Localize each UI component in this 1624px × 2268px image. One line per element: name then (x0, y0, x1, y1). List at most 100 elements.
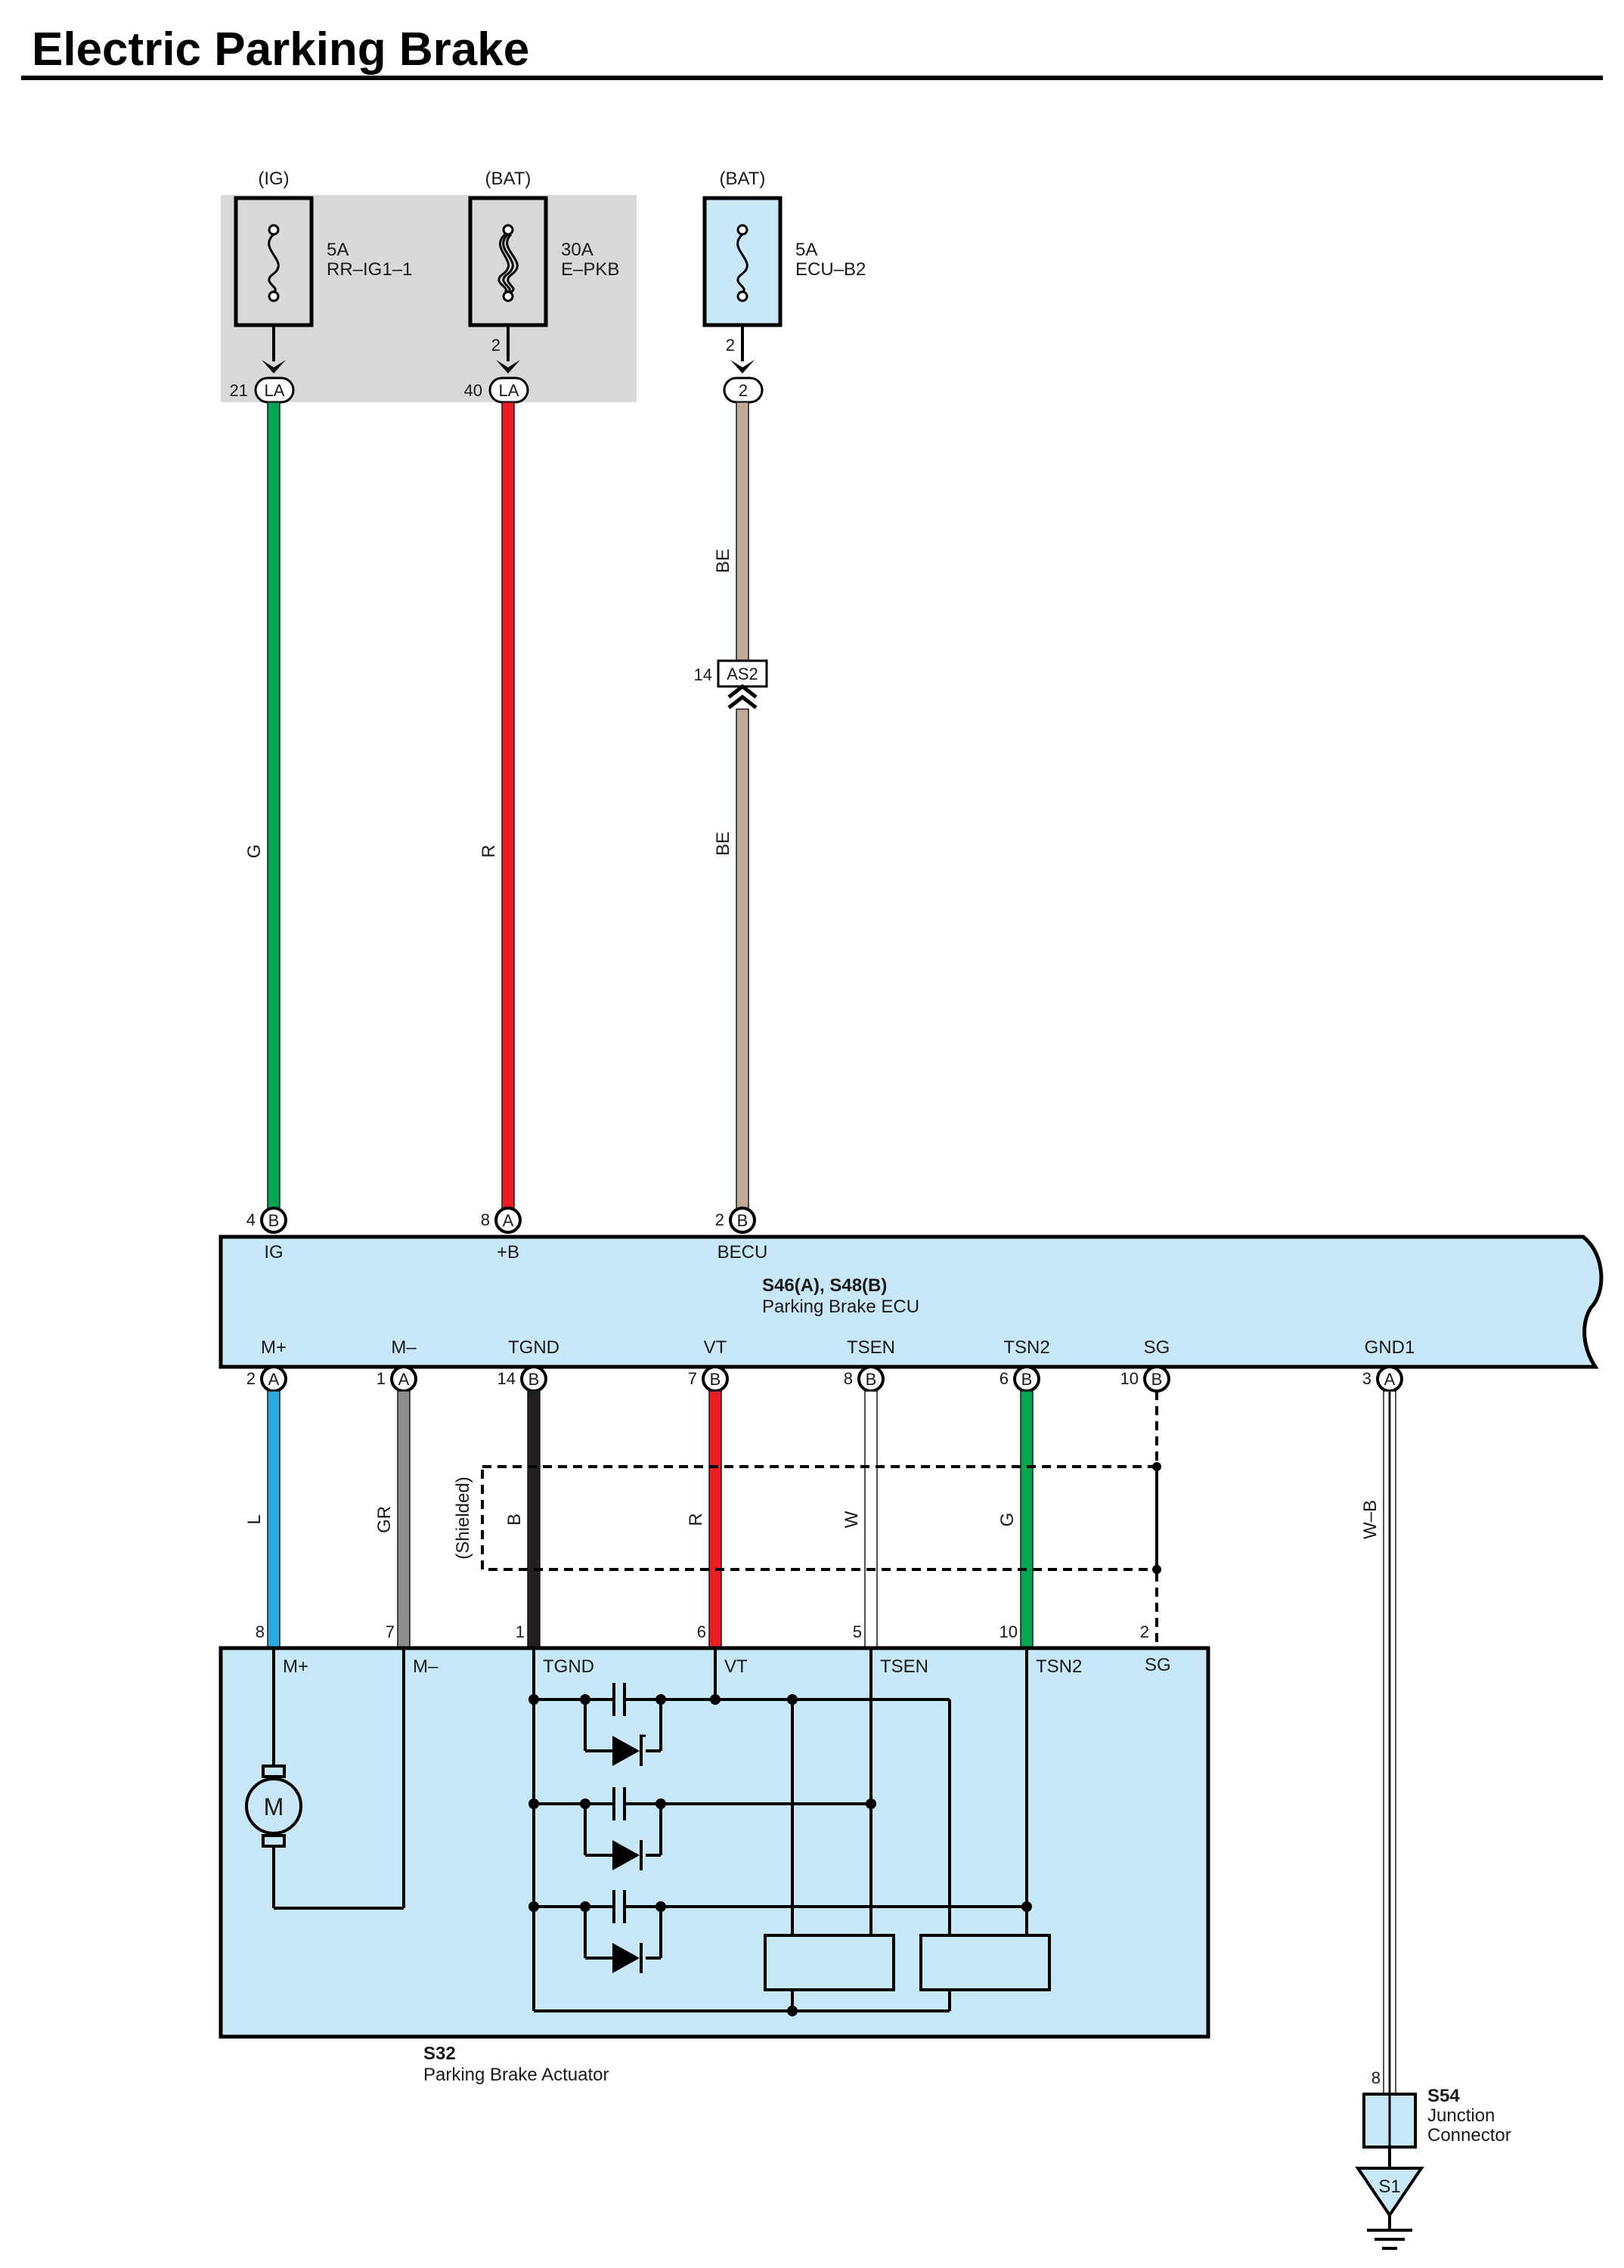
pin-number: 1 (516, 1622, 525, 1641)
pin-number: 6 (1000, 1369, 1009, 1388)
pin-label: VT (724, 1656, 748, 1677)
fuse-source-label: (BAT) (720, 169, 766, 189)
pin-number: 8 (844, 1369, 853, 1388)
pin-number: 10 (1000, 1622, 1018, 1641)
fuse-source-label: (IG) (258, 169, 289, 189)
junction-name-line1: Junction (1427, 2105, 1495, 2126)
junction-id: S54 (1427, 2086, 1460, 2106)
junction-connector-s54: 8 S54 Junction Connector (1362, 2068, 1511, 2149)
wire-mminus-gray (397, 1390, 411, 1649)
connector-letter: A (268, 1370, 280, 1389)
actuator-name: Parking Brake Actuator (423, 2065, 609, 2085)
pin-number: 7 (688, 1369, 697, 1388)
wire-color-label: BE (713, 832, 733, 856)
wire-color-label: L (244, 1514, 265, 1524)
ecu-pin-ig: 4 B IG (246, 1207, 287, 1263)
ecu-body (218, 1235, 1604, 1369)
pin-label: TSEN (880, 1656, 928, 1677)
wire-color-label: G (244, 844, 265, 859)
actuator-body (218, 1646, 1210, 2039)
connector-code: LA (265, 381, 285, 400)
wire-color-label: BE (713, 549, 733, 573)
wire-tsen-white (864, 1390, 878, 1649)
wire-tgnd-black (527, 1390, 541, 1649)
connector-as2: 14 AS2 (694, 659, 768, 709)
ground-point-s1: S1 (1355, 2147, 1424, 2250)
pin-number: 3 (1362, 1369, 1371, 1388)
fuse-element-icon (506, 233, 519, 293)
connector-letter: B (866, 1370, 877, 1389)
pin-number: 2 (1140, 1622, 1149, 1641)
junction-block-area (221, 195, 637, 402)
fuse-pin-number: 2 (491, 336, 501, 355)
wire-mplus-blue (267, 1390, 280, 1649)
pin-number: 10 (1120, 1369, 1139, 1388)
pin-label: SG (1144, 1337, 1170, 1358)
title-rule (21, 76, 1603, 80)
fuse-rating: 5A (795, 240, 817, 260)
pin-label: TGND (508, 1337, 559, 1358)
pin-label: M+ (283, 1656, 308, 1677)
diode-icon (612, 1736, 640, 1766)
ecu-id: S46(A), S48(B) (762, 1275, 887, 1296)
fuse-name: RR–IG1–1 (327, 259, 412, 280)
diode-icon (612, 1943, 640, 1973)
wire-color-label: GR (374, 1506, 395, 1533)
pin-number: 1 (377, 1369, 386, 1388)
wire-tsn2-green (1020, 1390, 1034, 1649)
motor-icon (245, 1777, 302, 1835)
fuse-rating: 5A (327, 240, 349, 260)
diode-icon (612, 1840, 640, 1870)
connector-code: LA (499, 381, 519, 400)
terminal-arrow-icon (496, 360, 520, 373)
fuse-element-icon (268, 233, 280, 293)
pin-label: TSEN (847, 1337, 895, 1358)
pin-label: TGND (543, 1656, 594, 1677)
pin-label: VT (704, 1337, 727, 1358)
actuator-id: S32 (423, 2043, 456, 2064)
connector-la-21: 21 LA (230, 376, 295, 404)
connector-letter: B (710, 1370, 721, 1389)
connector-letter: A (1384, 1370, 1396, 1389)
pin-label: BECU (717, 1242, 768, 1263)
pin-number: 5 (853, 1622, 862, 1641)
motor-symbol: M (264, 1793, 284, 1820)
connector-code: AS2 (727, 665, 758, 683)
pin-label: M– (413, 1656, 439, 1677)
connector-2: 2 (723, 376, 764, 404)
wire-color-label: W–B (1360, 1500, 1381, 1539)
pin-number: 14 (497, 1369, 516, 1388)
connector-la-40: 40 LA (464, 376, 529, 404)
fuse-box (702, 196, 783, 327)
connector-letter: A (398, 1370, 410, 1389)
inline-connector-icon (727, 683, 758, 709)
pin-label: TSN2 (1003, 1337, 1049, 1358)
terminal-arrow-icon (730, 360, 755, 373)
pin-number: 6 (697, 1622, 706, 1641)
wire-color-label: R (686, 1513, 706, 1526)
wire-ig-green (267, 401, 280, 1210)
hall-sensor-2 (919, 1934, 1051, 1991)
pin-label: GND1 (1365, 1337, 1415, 1358)
connector-letter: B (528, 1370, 540, 1389)
fuse-name: ECU–B2 (795, 259, 866, 280)
ecu-bottom-pins: 2 A 1 A 14 B 7 B 8 B 6 B 10 B 3 A (246, 1365, 1403, 1393)
fuse-pin-number: 2 (726, 336, 735, 355)
ground-triangle-icon (1355, 2167, 1424, 2218)
connector-pin: 2 (739, 381, 748, 400)
connector-letter: B (1151, 1370, 1163, 1389)
pin-label: M– (391, 1337, 417, 1358)
pin-label: IG (264, 1242, 283, 1263)
pin-number: 7 (386, 1622, 395, 1641)
ground-id: S1 (1378, 2177, 1400, 2197)
wire-becu-beige-lower (736, 708, 749, 1210)
fuse-name: E–PKB (561, 259, 619, 280)
ecu-name: Parking Brake ECU (762, 1297, 919, 1317)
pin-number: 21 (230, 381, 248, 400)
pin-number: 2 (715, 1210, 724, 1229)
connector-letter: B (1021, 1370, 1033, 1389)
pin-number: 40 (464, 381, 482, 400)
pin-label: M+ (261, 1337, 287, 1358)
